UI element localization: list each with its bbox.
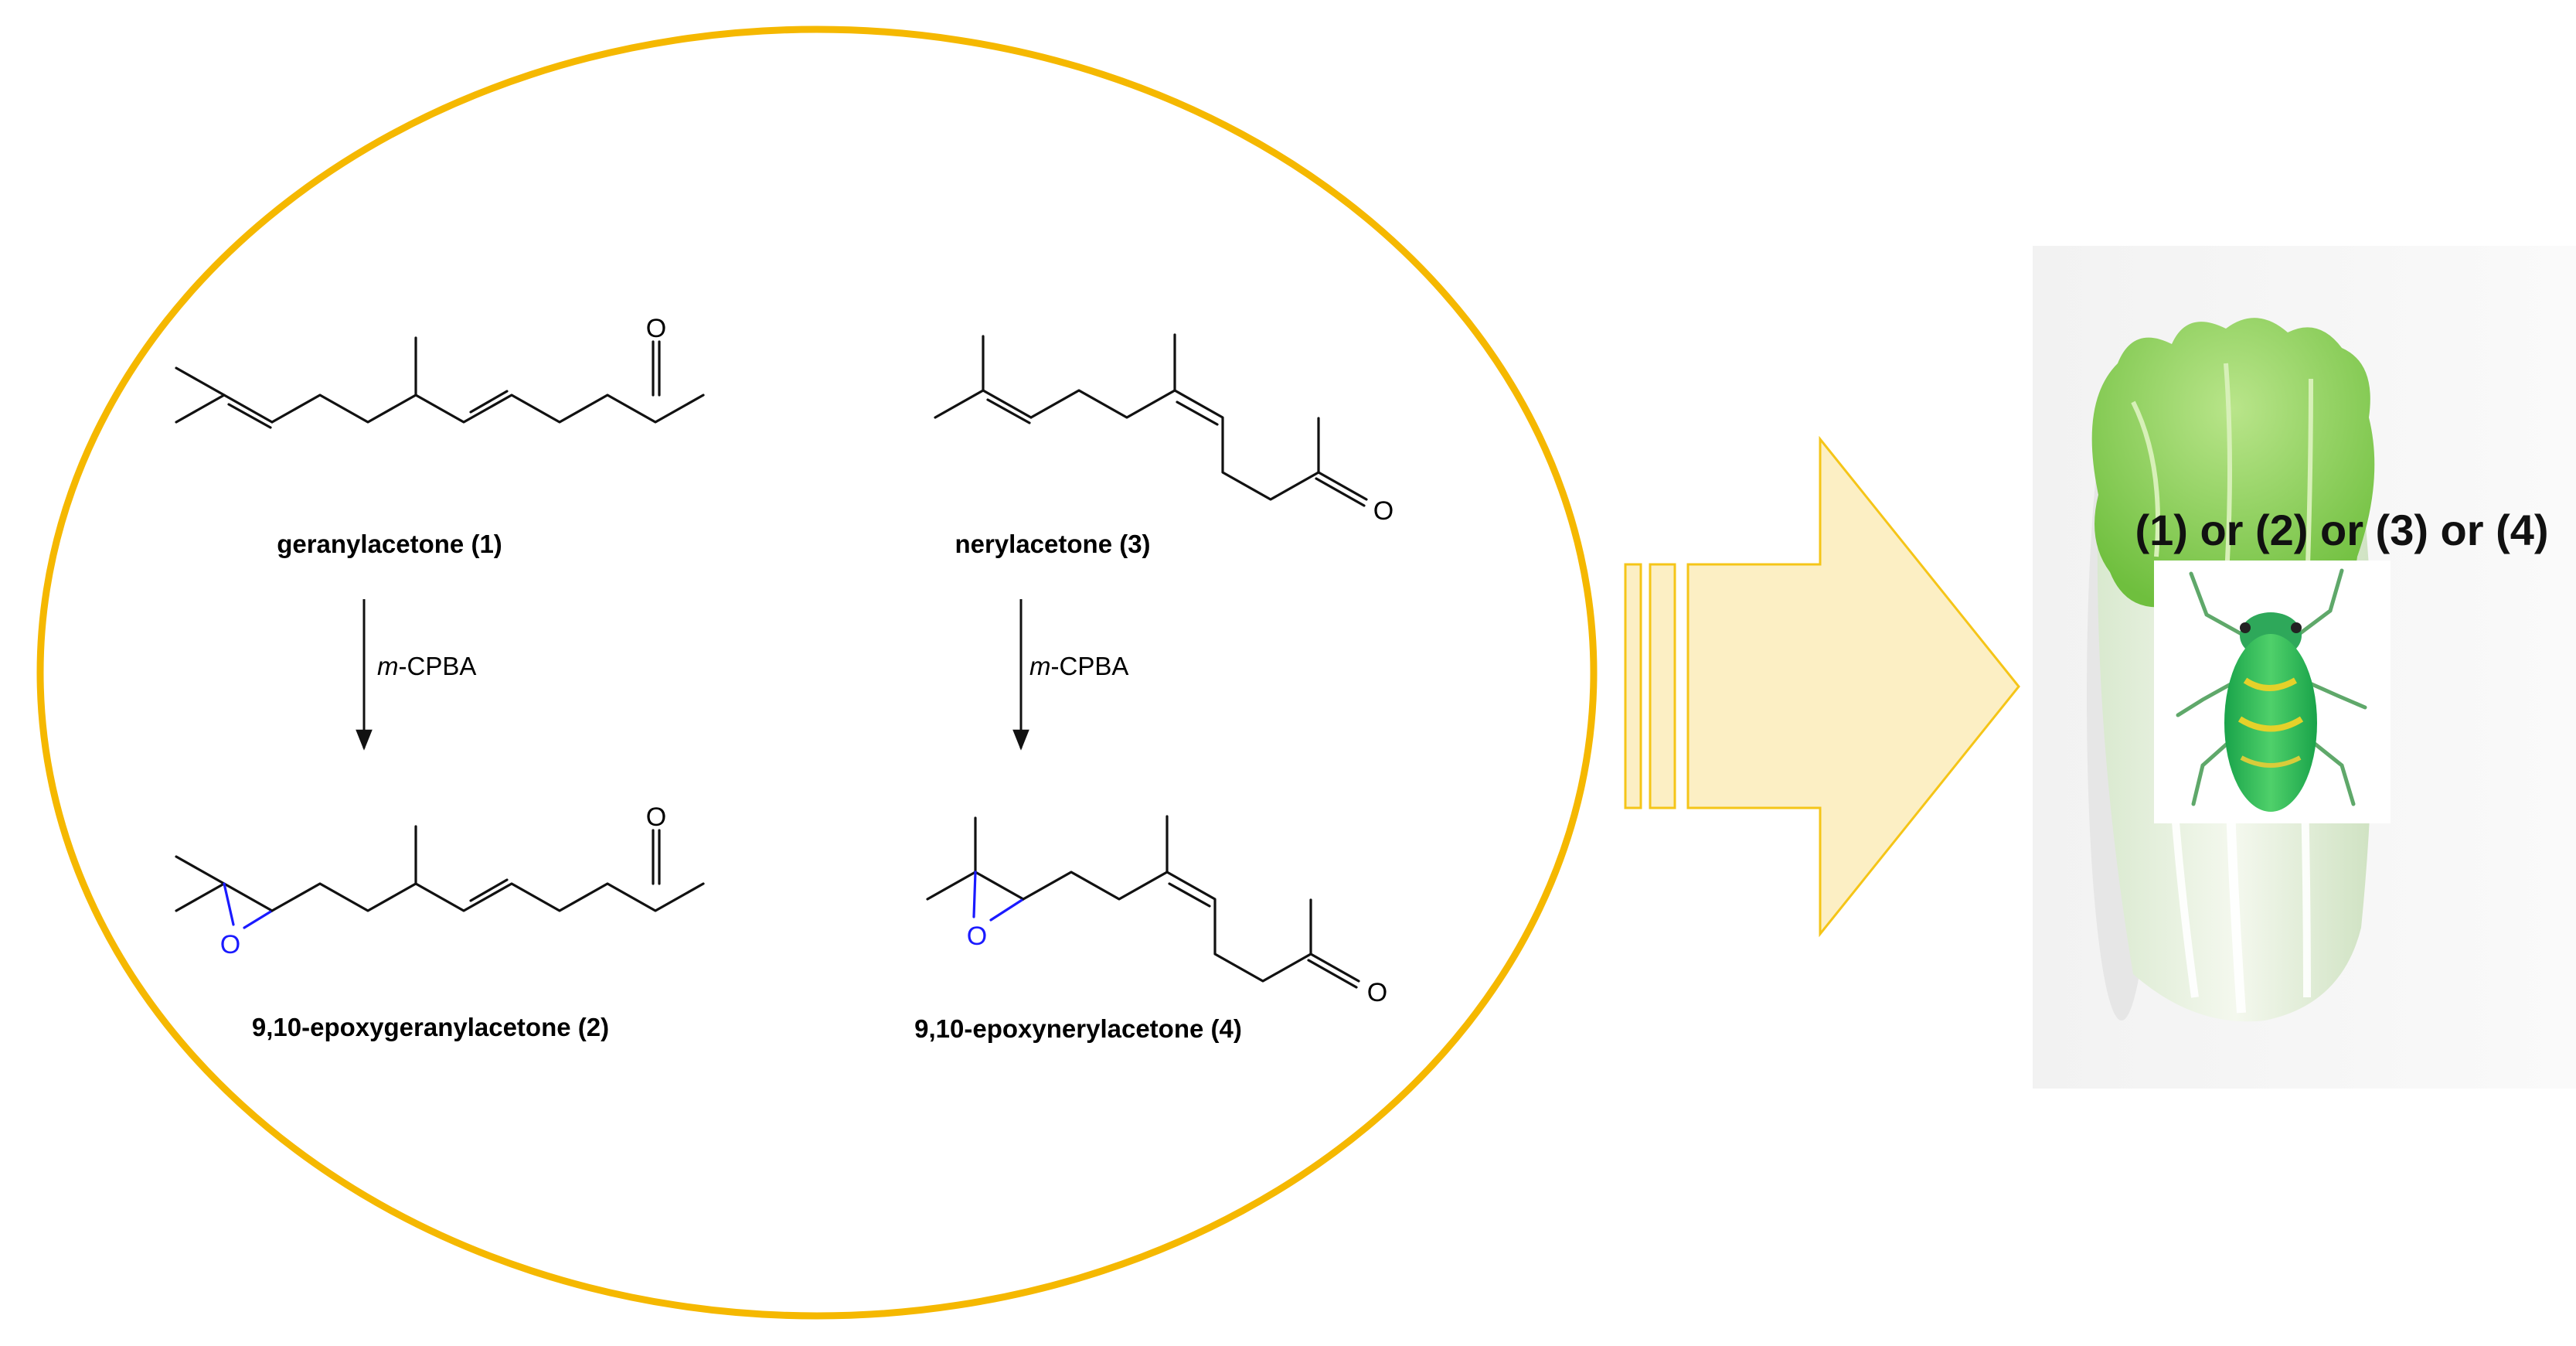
structure-epoxygeranylacetone: O O [175,802,705,959]
oxygen-atom: O [1373,496,1393,526]
reagent-label-2: m-CPBA [1029,652,1128,680]
epoxide-oxygen-atom: O [967,922,987,951]
aphid-image [2154,561,2391,823]
label-geranylacetone: geranylacetone (1) [277,530,502,558]
label-epoxygeranylacetone: 9,10-epoxygeranylacetone (2) [252,1013,609,1041]
structure-geranylacetone: O [175,314,705,429]
structure-nerylacetone: O [934,333,1393,526]
oxygen-atom: O [1367,978,1387,1007]
structure-epoxynerylacetone: O O [926,815,1387,1007]
epoxide-oxygen-atom: O [220,930,240,959]
reagent-label-1: m-CPBA [377,652,476,680]
outline-ellipse [36,26,1598,1320]
block-arrow [1624,435,2020,938]
label-epoxynerylacetone: 9,10-epoxynerylacetone (4) [914,1014,1242,1043]
target-compounds-text: (1) or (2) or (3) or (4) [2135,506,2548,554]
oxygen-atom: O [646,802,666,832]
oxygen-atom: O [646,314,666,343]
label-nerylacetone: nerylacetone (3) [955,530,1150,558]
